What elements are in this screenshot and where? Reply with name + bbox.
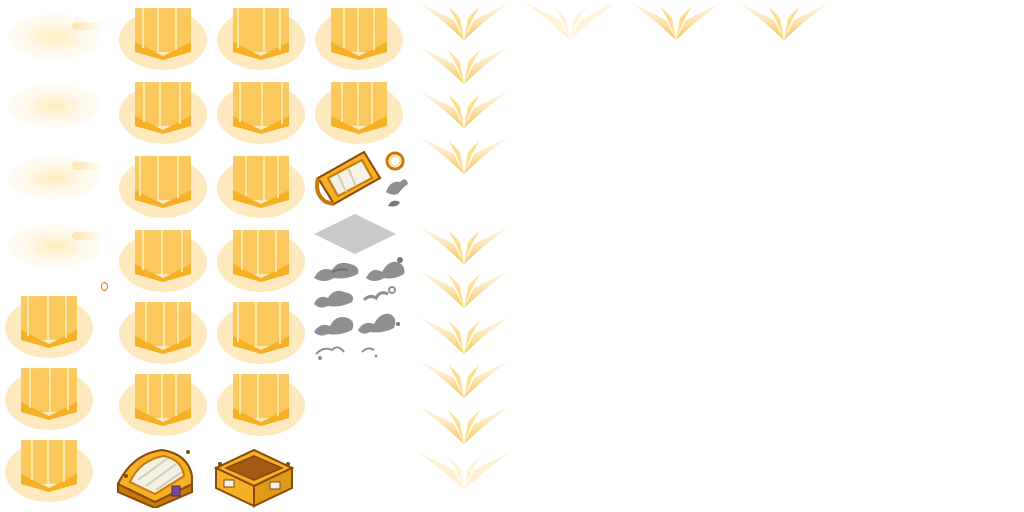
smoke-frame xyxy=(314,317,354,336)
light-ray-frame xyxy=(418,270,510,308)
light-ray-frame xyxy=(418,406,510,444)
smoke-frame xyxy=(366,257,405,281)
light-ray-frame xyxy=(418,136,510,174)
faint-glow-frame xyxy=(8,14,100,60)
light-ray-frame xyxy=(418,46,510,84)
light-ray-frame xyxy=(418,2,510,40)
light-ray-frame xyxy=(418,360,510,398)
shadow-tile-sprite xyxy=(314,214,396,254)
glow-column-frame xyxy=(315,82,403,144)
ring-sprite xyxy=(385,151,405,171)
glow-column-frame xyxy=(5,440,93,502)
glow-column-frame xyxy=(119,8,207,70)
light-ray-frame xyxy=(738,2,830,40)
glow-column-frame xyxy=(217,374,305,436)
glow-column-frame xyxy=(217,302,305,364)
glint-streak xyxy=(72,162,102,170)
glow-column-frame xyxy=(217,156,305,218)
smoke-frame xyxy=(314,262,359,281)
chest-closed-sprite xyxy=(116,448,193,508)
faint-glow-frame xyxy=(8,224,100,268)
smoke-frame xyxy=(362,286,396,302)
glow-column-frame xyxy=(217,82,305,144)
glow-column-frame xyxy=(119,230,207,292)
smoke-small-sprite xyxy=(386,179,408,207)
light-ray-frame xyxy=(418,452,510,490)
light-ray-frame xyxy=(630,2,722,40)
smoke-frame xyxy=(361,347,378,358)
smoke-frame xyxy=(315,346,345,360)
glow-column-frame xyxy=(119,156,207,218)
glow-column-frame xyxy=(119,374,207,436)
light-ray-frame xyxy=(418,90,510,128)
chest-tilted-sprite xyxy=(315,150,382,206)
glow-column-frame xyxy=(5,368,93,430)
glint-streak xyxy=(72,22,102,30)
light-ray-frame xyxy=(418,226,510,264)
light-ray-frame xyxy=(524,2,616,40)
glow-column-frame xyxy=(315,8,403,70)
glow-column-frame xyxy=(5,296,93,358)
glint-streak xyxy=(72,232,102,240)
spark-dot xyxy=(101,282,108,291)
faint-glow-frame xyxy=(8,84,100,128)
glow-column-frame xyxy=(217,8,305,70)
chest-open-sprite xyxy=(213,448,295,508)
glow-column-frame xyxy=(217,230,305,292)
light-ray-frame xyxy=(418,316,510,354)
smoke-frame xyxy=(358,313,400,334)
glow-column-frame xyxy=(119,82,207,144)
smoke-frame xyxy=(314,290,353,308)
glow-column-frame xyxy=(119,302,207,364)
